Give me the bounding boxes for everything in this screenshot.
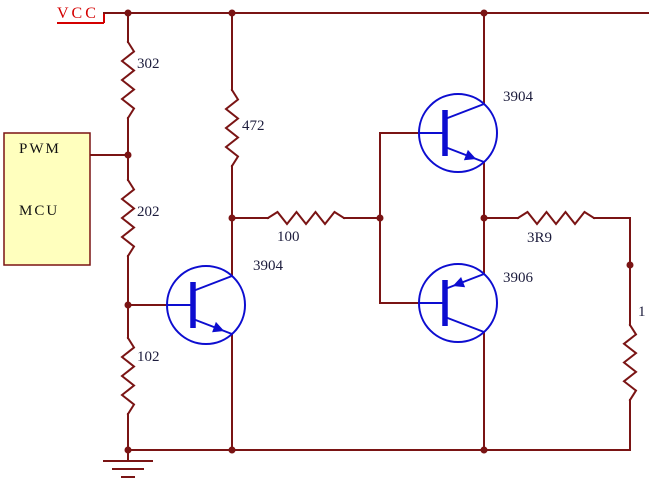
transistor-top-3904: 3904: [418, 89, 534, 173]
transistor-driver-3904: 3904: [166, 258, 284, 345]
resistor-3r9: 3R9: [516, 210, 596, 246]
junction-dot: [480, 446, 488, 454]
emitter-arrow-icon: [212, 321, 225, 333]
resistor-symbol: [120, 40, 136, 120]
junction-dot: [228, 9, 236, 17]
junction-dot: [124, 9, 132, 17]
resistor-value: 100: [277, 229, 300, 245]
wire-driver-base-net: [127, 255, 168, 339]
resistor-100: 100: [266, 210, 346, 245]
mcu-chip-label: MCU: [19, 203, 59, 219]
junction-dots: [124, 9, 634, 454]
resistor-load: 1: [622, 304, 646, 402]
emitter-arrow-icon: [452, 277, 466, 288]
junction-dot: [228, 446, 236, 454]
junction-dot: [124, 151, 132, 159]
resistor-symbol: [224, 88, 240, 168]
transistor-leads: [419, 103, 485, 163]
resistor-value: 1: [638, 304, 646, 320]
resistor-202: 202: [120, 178, 160, 258]
resistor-102: 102: [120, 336, 160, 416]
resistor-472: 472: [224, 88, 265, 168]
resistor-value: 3R9: [527, 230, 552, 246]
resistor-value: 472: [242, 118, 265, 134]
junction-dot: [626, 261, 634, 269]
mcu-body: [3, 132, 91, 266]
emitter-arrow-icon: [463, 149, 477, 161]
vcc-power-port: VCC: [57, 5, 105, 24]
resistor-value: 302: [137, 56, 160, 72]
resistor-value: 202: [137, 204, 160, 220]
junction-dot: [124, 446, 132, 454]
wire-vcc-rail: [103, 12, 649, 105]
junction-dot: [376, 214, 384, 222]
resistor-symbol: [622, 323, 638, 402]
resistor-symbol: [120, 178, 136, 258]
transistor-label: 3904: [503, 89, 534, 105]
resistor-302: 302: [120, 40, 160, 120]
mcu-pin-label: PWM: [19, 141, 61, 157]
vcc-power-bar: [57, 13, 105, 24]
junction-dot: [480, 9, 488, 17]
transistor-leads: [167, 275, 233, 335]
transistor-bottom-3906: 3906: [418, 263, 534, 343]
junction-dot: [228, 214, 236, 222]
resistor-symbol: [516, 210, 596, 226]
wire-ground-net: [127, 331, 631, 451]
transistor-leads: [419, 273, 485, 333]
wire-output-net: [483, 161, 631, 326]
resistor-value: 102: [137, 349, 160, 365]
resistor-symbol: [266, 210, 346, 226]
mcu-block: PWM MCU: [3, 132, 91, 266]
ground-icon: [103, 449, 153, 478]
vcc-label: VCC: [57, 5, 99, 22]
transistor-label: 3904: [253, 258, 284, 274]
transistor-label: 3906: [503, 270, 534, 286]
wire-pwm-net: [89, 117, 129, 181]
resistor-symbol: [120, 336, 136, 416]
wires: [89, 12, 649, 451]
junction-dot: [124, 301, 132, 309]
junction-dot: [480, 214, 488, 222]
